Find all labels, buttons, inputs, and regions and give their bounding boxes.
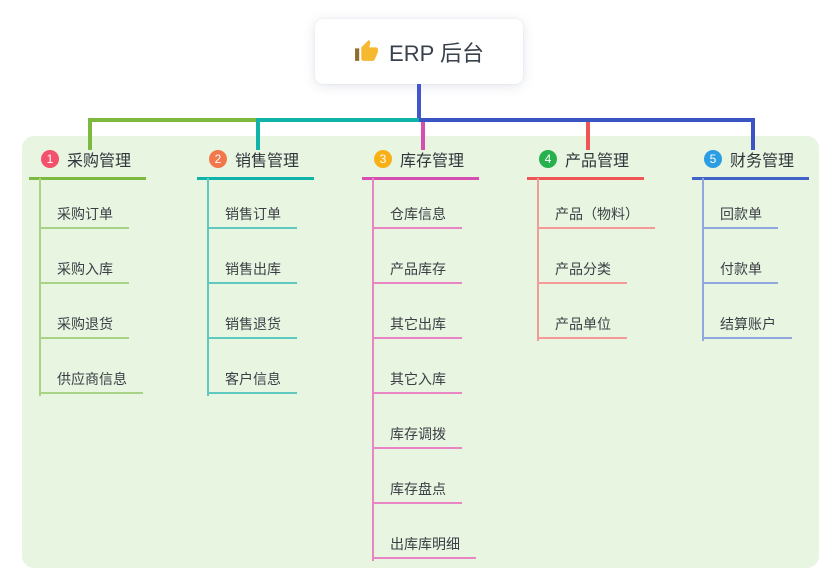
branch-badge: 2: [209, 150, 227, 168]
child-node[interactable]: 客户信息: [207, 370, 297, 394]
child-label: 客户信息: [225, 371, 281, 387]
branch-node-3[interactable]: 3 库存管理: [362, 147, 479, 180]
child-node[interactable]: 销售退货: [207, 315, 297, 339]
branch-drop-connector: [88, 118, 92, 150]
child-node[interactable]: 产品分类: [537, 260, 627, 284]
branch-label: 产品管理: [565, 153, 630, 170]
branch-drop-connector: [256, 122, 260, 150]
child-node[interactable]: 其它出库: [372, 315, 462, 339]
child-label: 采购订单: [57, 206, 113, 222]
bus-segment-teal: [256, 118, 419, 122]
branch-node-1[interactable]: 1 采购管理: [29, 147, 146, 180]
bus-segment-green: [88, 118, 256, 122]
child-node[interactable]: 付款单: [702, 260, 778, 284]
child-node[interactable]: 出库库明细: [372, 535, 476, 559]
child-node[interactable]: 其它入库: [372, 370, 462, 394]
branch-node-4[interactable]: 4 产品管理: [527, 147, 644, 180]
child-connector-line: [702, 178, 704, 341]
child-node[interactable]: 采购订单: [39, 205, 129, 229]
branch-badge: 1: [41, 150, 59, 168]
child-connector-line: [39, 178, 41, 396]
branch-badge: 4: [539, 150, 557, 168]
child-label: 销售退货: [225, 316, 281, 332]
child-label: 供应商信息: [57, 371, 127, 387]
child-label: 产品库存: [390, 261, 446, 277]
branch-label: 库存管理: [400, 153, 465, 170]
child-node[interactable]: 采购入库: [39, 260, 129, 284]
child-node[interactable]: 采购退货: [39, 315, 129, 339]
child-label: 产品单位: [555, 316, 611, 332]
branch-badge: 5: [704, 150, 722, 168]
branch-label: 销售管理: [235, 153, 300, 170]
child-label: 销售出库: [225, 261, 281, 277]
child-connector-line: [207, 178, 209, 396]
child-node[interactable]: 销售出库: [207, 260, 297, 284]
child-connector-line: [372, 178, 374, 561]
child-node[interactable]: 供应商信息: [39, 370, 143, 394]
child-label: 结算账户: [720, 316, 776, 332]
child-node[interactable]: 库存调拨: [372, 425, 462, 449]
child-node[interactable]: 结算账户: [702, 315, 792, 339]
branch-drop-connector: [751, 118, 755, 150]
child-label: 产品（物料）: [555, 206, 639, 222]
branch-label: 财务管理: [730, 153, 795, 170]
thumbs-up-icon: [354, 39, 379, 64]
root-node[interactable]: ERP 后台: [315, 19, 523, 84]
child-connector-line: [537, 178, 539, 341]
child-node[interactable]: 产品库存: [372, 260, 462, 284]
child-node[interactable]: 回款单: [702, 205, 778, 229]
branch-node-5[interactable]: 5 财务管理: [692, 147, 809, 180]
child-label: 产品分类: [555, 261, 611, 277]
child-label: 出库库明细: [390, 536, 460, 552]
branch-node-2[interactable]: 2 销售管理: [197, 147, 314, 180]
child-label: 采购退货: [57, 316, 113, 332]
child-label: 付款单: [720, 261, 762, 277]
child-node[interactable]: 产品单位: [537, 315, 627, 339]
child-label: 采购入库: [57, 261, 113, 277]
child-label: 库存盘点: [390, 481, 446, 497]
child-label: 销售订单: [225, 206, 281, 222]
branch-badge: 3: [374, 150, 392, 168]
child-label: 回款单: [720, 206, 762, 222]
branches-panel: [22, 136, 819, 568]
child-node[interactable]: 库存盘点: [372, 480, 462, 504]
child-label: 其它入库: [390, 371, 446, 387]
branch-drop-connector: [586, 122, 590, 150]
branch-drop-connector: [421, 122, 425, 150]
branch-label: 采购管理: [67, 153, 132, 170]
root-connector: [417, 84, 421, 118]
child-node[interactable]: 销售订单: [207, 205, 297, 229]
child-label: 其它出库: [390, 316, 446, 332]
child-label: 库存调拨: [390, 426, 446, 442]
child-node[interactable]: 仓库信息: [372, 205, 462, 229]
child-node[interactable]: 产品（物料）: [537, 205, 655, 229]
bus-segment-blue: [419, 118, 755, 122]
child-label: 仓库信息: [390, 206, 446, 222]
root-title: ERP 后台: [389, 40, 484, 66]
